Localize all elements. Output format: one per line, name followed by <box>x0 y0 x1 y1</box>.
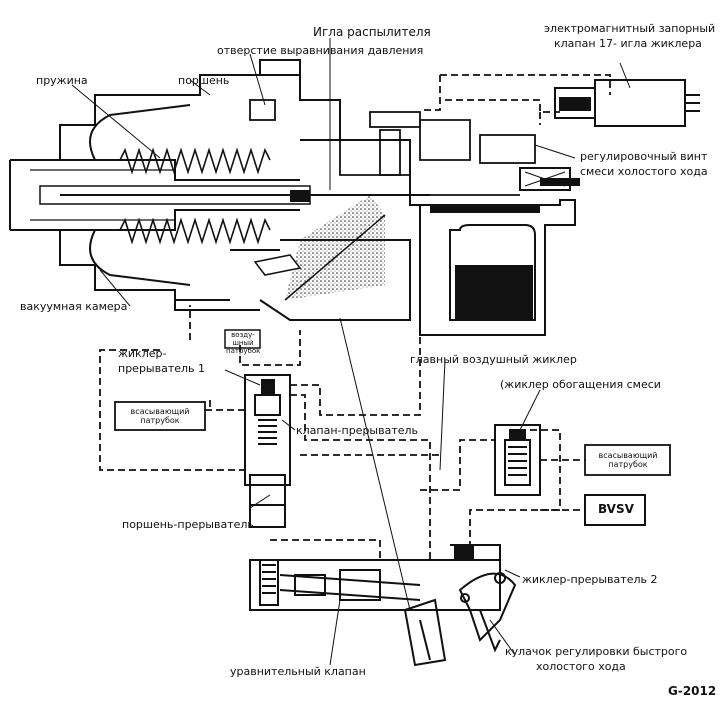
label-idle-screw-2: смеси холостого хода <box>580 165 708 178</box>
label-interrupter-jet2: жиклер-прерыватель 2 <box>522 573 658 586</box>
float-bowl <box>419 167 580 336</box>
label-idle-screw-1: регулировочный винт <box>580 150 708 163</box>
label-bvsv: BVSV <box>598 502 634 516</box>
air-inlet-top-line2: шный <box>232 339 254 347</box>
label-fast-idle-cam-1: кулачок регулировки быстрого <box>505 645 688 658</box>
label-fast-idle-cam-2: холостого хода <box>536 660 626 673</box>
leader-lines <box>71 38 631 666</box>
carburetor-body <box>9 59 420 321</box>
solenoid-valve <box>554 79 700 127</box>
upper-passages <box>249 99 536 196</box>
label-spring: пружина <box>36 74 88 87</box>
label-pressure-hole: отверстие выравнивания давления <box>217 44 424 57</box>
intake-left-line1: всасывающий <box>130 407 190 416</box>
intake-right-line1: всасывающий <box>598 451 658 460</box>
label-equalizing-valve: уравнительный клапан <box>230 665 366 678</box>
air-passages-dashed <box>99 74 611 560</box>
label-solenoid-valve-1: электромагнитный запорный <box>544 22 716 35</box>
spray-needle <box>39 185 430 205</box>
label-interrupter-jet1-2: прерыватель 1 <box>118 362 206 375</box>
label-spray-needle: Игла распылителя <box>313 25 431 39</box>
fuel-spray <box>253 195 386 301</box>
label-main-air-jet: главный воздушный жиклер <box>410 353 577 366</box>
label-interrupter-jet1-1: жиклер- <box>118 347 167 360</box>
air-inlet-top-line3: патрубок <box>226 347 261 355</box>
throttle-assembly <box>249 544 517 667</box>
bvsv-box <box>584 494 646 526</box>
interrupter-valve-assembly <box>224 329 291 528</box>
piston-spring <box>119 147 271 245</box>
intake-left-line2: патрубок <box>140 416 180 425</box>
intake-right-line2: патрубок <box>608 460 648 469</box>
label-solenoid-valve-2: клапан 17- игла жиклера <box>554 37 702 50</box>
enrichment-jet-assembly <box>494 424 541 496</box>
air-inlet-top-line1: возду- <box>231 331 255 339</box>
figure-code: G-2012 <box>668 684 717 698</box>
label-enrich-jet: (жиклер обогащения смеси <box>500 378 661 391</box>
label-interrupter-valve: клапан-прерыватель <box>296 424 419 437</box>
intake-left-box <box>114 401 206 431</box>
intake-right-box <box>584 444 671 476</box>
label-vacuum-chamber: вакуумная камера <box>20 300 128 313</box>
vacuum-chamber-shape <box>89 104 191 286</box>
label-piston: поршень <box>178 74 230 87</box>
label-interrupter-piston: поршень-прерыватель <box>122 518 254 531</box>
